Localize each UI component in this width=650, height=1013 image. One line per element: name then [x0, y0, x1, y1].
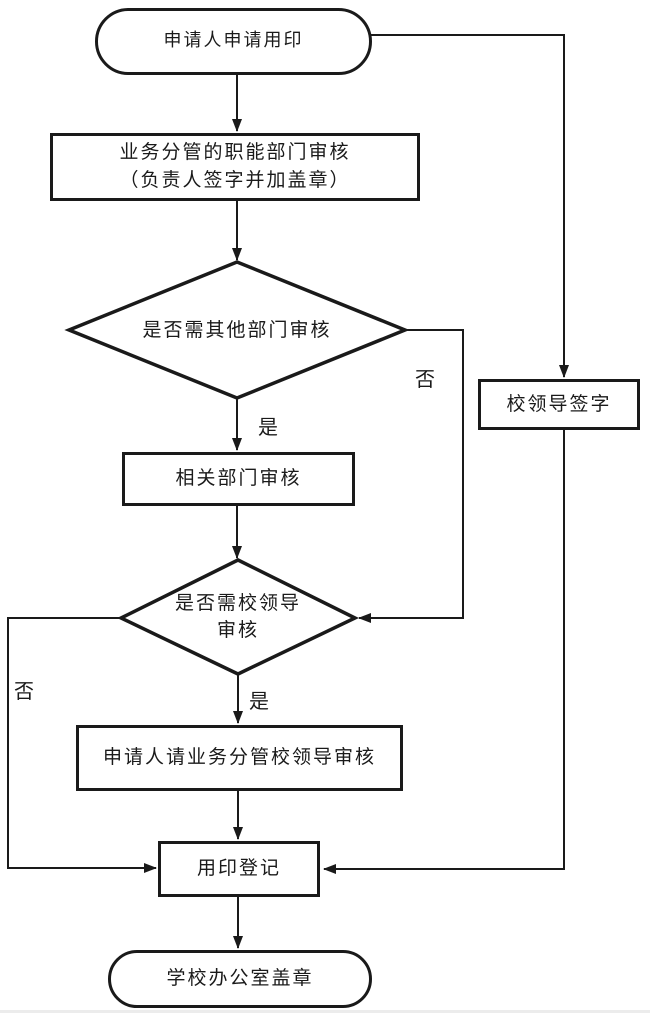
- decision-need-other-dept-shape: [64, 260, 410, 400]
- node-start: 申请人申请用印: [95, 8, 372, 75]
- node-seal-register: 用印登记: [158, 841, 320, 897]
- edge-label-yes1: 是: [258, 415, 278, 439]
- edge-label-yes2: 是: [249, 689, 269, 713]
- decision-need-leader-line2: 审核: [216, 619, 259, 641]
- edge-decision2-no-to-register: [7, 617, 157, 873]
- edge-decision1-no-to-decision2: [358, 329, 464, 623]
- edge-label-no1: 否: [415, 367, 435, 391]
- decision-need-leader-shape: [117, 558, 359, 676]
- node-start-label: 申请人申请用印: [163, 30, 304, 52]
- edge-leader-sign-to-register: [323, 430, 565, 874]
- node-request-leader-review-label: 申请人请业务分管校领导审核: [102, 746, 376, 769]
- edge-start-to-leader-sign: [371, 34, 569, 378]
- decision-need-leader-line1: 是否需校领导: [174, 592, 301, 615]
- node-related-dept-review: 相关部门审核: [122, 452, 355, 506]
- node-dept-review-line1: 业务分管的职能部门审核: [119, 141, 351, 164]
- decision-need-leader-label: 是否需校领导 审核: [138, 562, 338, 672]
- decision-need-other-dept-label: 是否需其他部门审核: [142, 318, 332, 341]
- node-seal-register-label: 用印登记: [196, 857, 281, 880]
- node-dept-review: 业务分管的职能部门审核 （负责人签字并加盖章）: [50, 133, 420, 201]
- bottom-edge-artifact: [0, 1010, 650, 1013]
- node-office-stamp-label: 学校办公室盖章: [166, 967, 314, 990]
- node-leader-sign: 校领导签字: [478, 379, 640, 430]
- node-related-dept-review-label: 相关部门审核: [175, 467, 302, 490]
- node-dept-review-line2: （负责人签字并加盖章）: [119, 169, 351, 191]
- node-office-stamp: 学校办公室盖章: [108, 950, 372, 1008]
- node-request-leader-review: 申请人请业务分管校领导审核: [76, 725, 403, 791]
- node-leader-sign-label: 校领导签字: [506, 392, 612, 415]
- edge-label-no2: 否: [14, 679, 34, 703]
